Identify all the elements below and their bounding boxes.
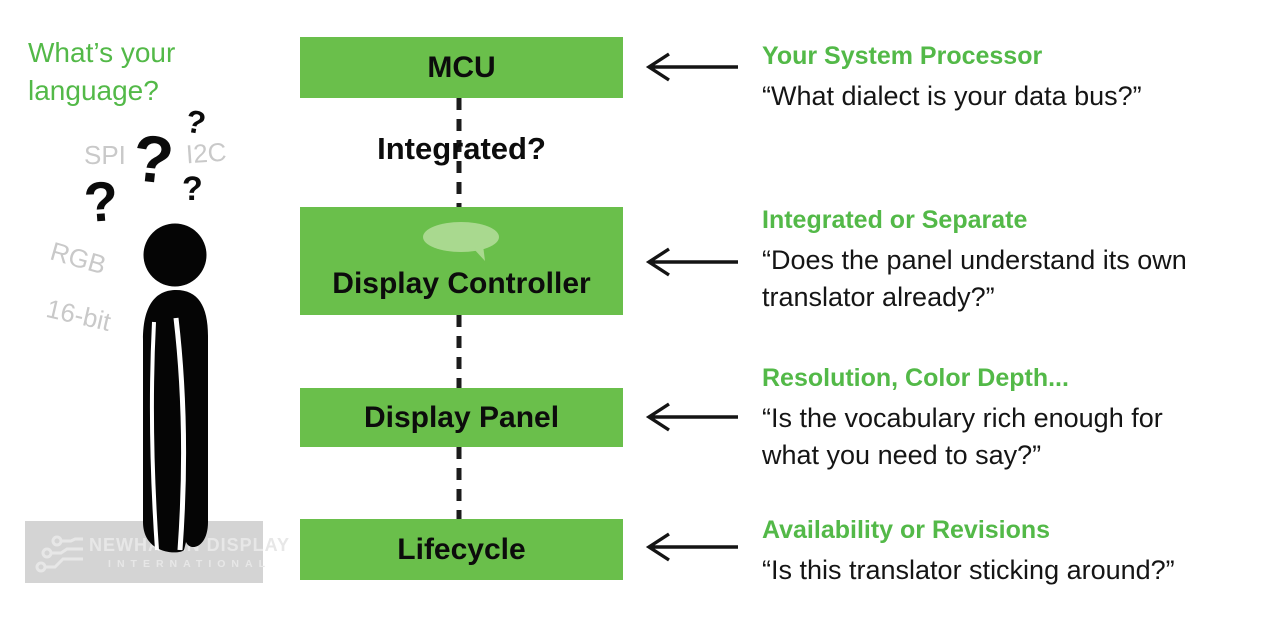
annotation-display-controller: Integrated or Separate “Does the panel u…	[762, 206, 1267, 316]
question-mark-icon: ?	[182, 170, 203, 208]
connector-question-label: Integrated?	[377, 131, 546, 166]
arrow-to-panel-icon	[645, 402, 738, 432]
flow-box-mcu: MCU	[300, 37, 623, 98]
annotation-quote: “Is this translator sticking around?”	[762, 555, 1175, 585]
flow-box-display-controller: Display Controller	[300, 207, 623, 315]
brand-logo-icon	[35, 535, 83, 573]
flow-box-label: Display Panel	[363, 400, 560, 434]
speech-bubble-icon	[422, 222, 499, 261]
person-silhouette-icon	[143, 223, 208, 553]
headline-line-1: What’s your	[28, 37, 176, 68]
annotation-quote: “What dialect is your data bus?”	[762, 81, 1142, 111]
arrow-to-mcu-icon	[645, 52, 738, 82]
term-spi: SPI	[84, 140, 126, 170]
annotation-heading: Integrated or Separate	[762, 206, 1028, 234]
annotation-display-panel: Resolution, Color Depth... “Is the vocab…	[762, 364, 1267, 474]
arrow-to-lifecycle-icon	[645, 532, 738, 562]
annotation-quote: “Does the panel understand its own	[762, 245, 1187, 275]
flow-box-label: Display Controller	[332, 267, 591, 300]
headline: What’s your language?	[28, 34, 175, 110]
headline-line-2: language?	[28, 75, 159, 106]
annotation-mcu: Your System Processor “What dialect is y…	[762, 42, 1267, 115]
annotation-heading: Availability or Revisions	[762, 516, 1051, 544]
brand-subtitle: INTERNATIONAL	[108, 557, 271, 570]
annotation-lifecycle: Availability or Revisions “Is this trans…	[762, 516, 1267, 589]
arrow-to-controller-icon	[645, 247, 738, 277]
annotation-heading: Your System Processor	[762, 42, 1043, 70]
flow-box-lifecycle: Lifecycle	[300, 519, 623, 580]
annotation-quote: what you need to say?”	[762, 440, 1042, 470]
annotation-quote: “Is the vocabulary rich enough for	[762, 403, 1163, 433]
annotation-heading: Resolution, Color Depth...	[762, 364, 1069, 392]
brand-watermark: NEWHAVEN DISPLAY INTERNATIONAL	[25, 521, 289, 583]
flow-box-display-panel: Display Panel	[300, 388, 623, 447]
annotation-quote: translator already?”	[762, 282, 995, 312]
flow-box-label: Lifecycle	[397, 532, 526, 566]
flow-box-label: MCU	[427, 50, 496, 84]
